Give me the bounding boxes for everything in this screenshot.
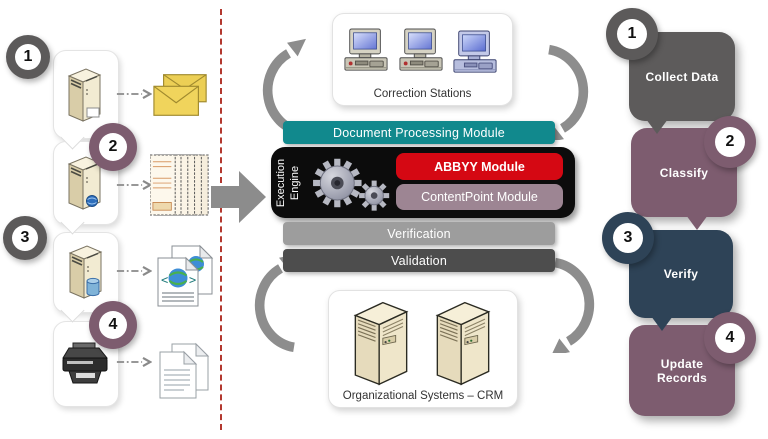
step-number: 4 xyxy=(99,311,127,339)
step-label: Verify xyxy=(663,267,699,281)
dashed-arrow-icon xyxy=(116,356,152,368)
step-number: 3 xyxy=(12,225,38,251)
step-label: Update Records xyxy=(656,356,708,385)
dashed-arrow-icon xyxy=(116,179,152,191)
validation-label: Validation xyxy=(391,253,447,268)
bubble-tail xyxy=(686,215,708,230)
verification-label: Verification xyxy=(387,226,451,241)
email-envelopes-icon xyxy=(152,72,210,118)
scanner-icon xyxy=(57,342,113,386)
source-step-badge-1: 1 xyxy=(6,35,50,79)
document-processing-module-label: Document Processing Module xyxy=(333,125,505,140)
big-right-arrow-icon xyxy=(211,171,266,223)
bubble-tail xyxy=(646,119,668,134)
server-tower-icon xyxy=(62,66,106,124)
server-rack-icon xyxy=(433,299,493,387)
step-number: 4 xyxy=(715,323,745,353)
step-bubble-update-records: Update Records xyxy=(629,325,735,416)
contentpoint-module-label: ContentPoint Module xyxy=(421,190,538,204)
step-number: 1 xyxy=(617,19,647,49)
desktop-computer-icon xyxy=(343,27,389,75)
step-badge-2: 2 xyxy=(704,116,756,168)
step-number: 3 xyxy=(613,223,643,253)
organizational-systems-box: Organizational Systems – CRM xyxy=(328,290,518,408)
step-label: Classify xyxy=(659,165,709,180)
document-processing-module-bar: Document Processing Module xyxy=(283,121,555,144)
source-step-badge-3: 3 xyxy=(3,216,47,260)
source-step-badge-2: 2 xyxy=(89,123,137,171)
verification-bar: Verification xyxy=(283,222,555,245)
organizational-systems-label: Organizational Systems – CRM xyxy=(342,390,504,402)
step-badge-1: 1 xyxy=(606,8,658,60)
web-documents-icon xyxy=(156,243,216,309)
source-box-3 xyxy=(53,232,119,313)
source-step-badge-4: 4 xyxy=(89,301,137,349)
step-number: 2 xyxy=(99,133,127,161)
bubble-tail xyxy=(651,316,673,331)
step-number: 2 xyxy=(715,127,745,157)
correction-stations-label: Correction Stations xyxy=(373,88,472,100)
desktop-computer-icon xyxy=(452,29,498,77)
desktop-computer-icon xyxy=(398,27,444,75)
validation-bar: Validation xyxy=(283,249,555,272)
contentpoint-module-bar: ContentPoint Module xyxy=(396,184,563,210)
server-rack-icon xyxy=(351,299,411,387)
invoice-stack-icon xyxy=(150,145,212,225)
divider-dashed-line xyxy=(220,9,222,430)
paper-documents-icon xyxy=(158,342,212,400)
step-badge-3: 3 xyxy=(602,212,654,264)
curved-arrow-down-to-crm xyxy=(548,253,614,353)
step-badge-4: 4 xyxy=(704,312,756,364)
step-label: Collect Data xyxy=(645,69,719,84)
execution-engine-label: Execution Engine xyxy=(275,158,301,208)
abbyy-module-bar: ABBYY Module xyxy=(396,153,563,180)
dashed-arrow-icon xyxy=(116,265,152,277)
correction-stations-box: Correction Stations xyxy=(332,13,513,106)
server-tower-database-icon xyxy=(63,243,107,301)
dashed-arrow-icon xyxy=(116,88,152,100)
gears-icon xyxy=(302,151,392,215)
step-number: 1 xyxy=(15,44,41,70)
abbyy-module-label: ABBYY Module xyxy=(434,159,525,174)
